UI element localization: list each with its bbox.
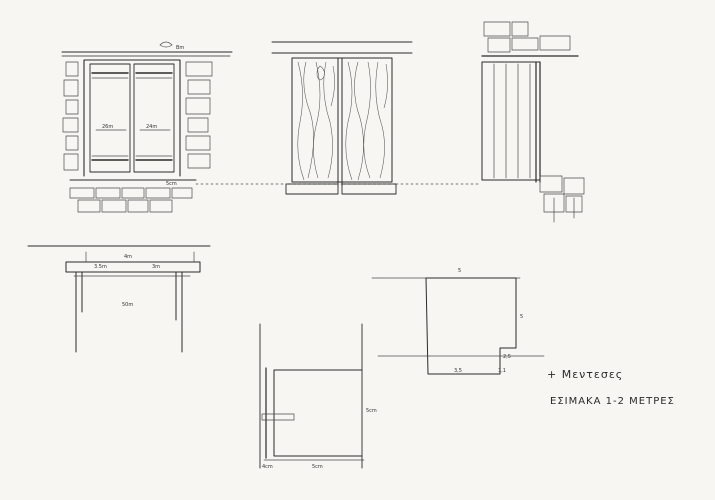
square-label-bottom: 5cm (312, 464, 323, 470)
square-label-right: 5cm (366, 408, 377, 414)
door-front-elevation-drawing: Bm 26m 24m 5cm (61, 41, 233, 213)
door-plan-label-left: 3.5m (94, 264, 107, 270)
profile-label-bottom-right: 1,1 (498, 368, 506, 374)
door-plan-label-top: 4m (124, 254, 132, 260)
profile-label-top: 5 (458, 268, 461, 274)
handwritten-note-hinges: + Μεντεσες (547, 368, 624, 381)
door-plan-label-bottom: 50m (122, 302, 133, 308)
door-plan-drawing: 4m 3.5m 3m 50m (27, 245, 211, 353)
door-side-planks-drawing (481, 21, 585, 223)
square-label-bottom-left: 4cm (262, 464, 273, 470)
square-detail-drawing: 5cm 4cm 5cm (259, 323, 377, 470)
profile-label-notch: 2,5 (503, 354, 511, 360)
door-front-label-right: 24m (146, 124, 157, 130)
door-front-label-bottom: 5cm (166, 181, 177, 187)
door-front-label-top: Bm (176, 45, 184, 51)
profile-label-bottom-left: 3,5 (454, 368, 462, 374)
handwritten-note-estimate: ΕΣΙΜΑΚΑ 1-2 ΜΕΤΡΕΣ (550, 396, 675, 407)
profile-label-right: 5 (520, 314, 523, 320)
door-front-label-left: 26m (102, 124, 113, 130)
door-plan-label-right: 3m (152, 264, 160, 270)
notched-profile-drawing: 5 5 2,5 3,5 1,1 (371, 268, 545, 375)
wooden-door-grain-drawing (271, 41, 413, 195)
